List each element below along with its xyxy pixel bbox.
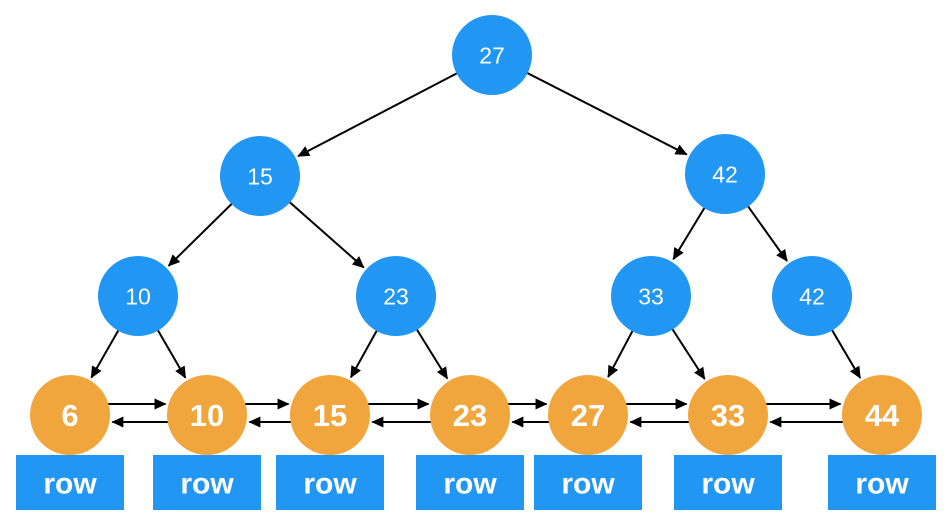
row-box xyxy=(153,455,261,510)
internal-node-label: 42 xyxy=(712,161,738,187)
internal-node-label: 42 xyxy=(799,283,825,309)
btree-leaf-node-23 xyxy=(430,375,510,455)
row-box-label: row xyxy=(43,467,97,500)
btree-leaf-node-6 xyxy=(30,375,110,455)
btree-internal-node-42 xyxy=(772,256,852,336)
btree-leaf-node-27 xyxy=(548,375,628,455)
btree-leaf-node-10 xyxy=(167,375,247,455)
btree-internal-node-15 xyxy=(220,136,300,216)
leaf-node-label: 10 xyxy=(190,398,224,433)
leaf-node-label: 23 xyxy=(453,398,487,433)
leaf-node-label: 6 xyxy=(61,398,78,433)
btree-leaf-node-44 xyxy=(842,375,922,455)
internal-node-label: 15 xyxy=(247,163,273,189)
leaf-node-label: 33 xyxy=(711,398,745,433)
row-box-label: row xyxy=(180,467,234,500)
internal-node-label: 10 xyxy=(125,283,151,309)
btree-internal-node-23 xyxy=(356,256,436,336)
internal-node-label: 33 xyxy=(638,283,664,309)
nodes-layer: 27 15 42 10 23 33 42 6 10 15 23 27 33 44 xyxy=(30,15,922,455)
row-box-label: row xyxy=(443,467,497,500)
row-box xyxy=(416,455,524,510)
internal-node-label: 27 xyxy=(479,42,505,68)
row-box-label: row xyxy=(303,467,357,500)
leaf-node-label: 27 xyxy=(571,398,605,433)
btree-internal-node-33 xyxy=(611,256,691,336)
btree-internal-node-10 xyxy=(98,256,178,336)
btree-internal-node-42 xyxy=(685,134,765,214)
row-box-label: row xyxy=(855,467,909,500)
row-box-label: row xyxy=(561,467,615,500)
row-box xyxy=(828,455,936,510)
row-box xyxy=(16,455,124,510)
rows-layer: row row row row row row row xyxy=(16,455,936,510)
btree-leaf-node-33 xyxy=(688,375,768,455)
internal-node-label: 23 xyxy=(383,283,409,309)
btree-internal-node-27 xyxy=(452,15,532,95)
edges-layer xyxy=(90,54,862,428)
row-box xyxy=(276,455,384,510)
row-box xyxy=(674,455,782,510)
leaf-node-label: 44 xyxy=(865,398,900,433)
btree-leaf-node-15 xyxy=(290,375,370,455)
row-box xyxy=(534,455,642,510)
leaf-node-label: 15 xyxy=(313,398,347,433)
row-box-label: row xyxy=(701,467,755,500)
